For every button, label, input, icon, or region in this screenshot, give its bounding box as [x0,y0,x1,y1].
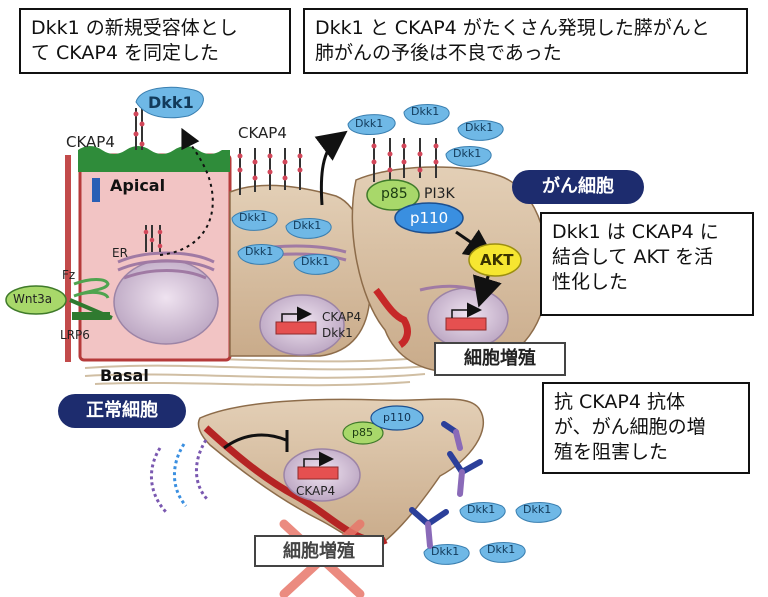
dkk1-label: Dkk1 [453,147,482,160]
label-p85: p85 [381,186,408,202]
inhibition-line [223,433,287,450]
dkk1-label: Dkk1 [465,121,494,134]
tag-proliferation-active: 細胞増殖 [434,342,566,376]
secretion-arrow [159,127,214,256]
badge-normal-cell: 正常細胞 [58,394,186,428]
label-p110: p110 [410,209,449,227]
label-gene-ckap4-lower: CKAP4 [296,484,336,498]
dkk1-label: Dkk1 [431,545,460,558]
badge-cancer-cell: がん細胞 [512,170,644,204]
p85-shape [366,179,420,211]
lower-cancer-cell [197,398,485,547]
callout-poor-prognosis: Dkk1 と CKAP4 がたくさん発現した膵がんと 肺がんの予後は不良であった [303,8,748,74]
normal-cell [65,146,232,362]
receptor-dots-right [371,143,439,173]
label-ckap4-normal: CKAP4 [66,133,115,151]
callout-receptor-identification: Dkk1 の新規受容体とし て CKAP4 を同定した [19,8,291,74]
gene-box-right [445,302,487,331]
ckap4-receptors-normal [133,108,163,252]
label-apical: Apical [110,176,166,195]
label-basal: Basal [100,366,149,385]
callout-akt-activation: Dkk1 は CKAP4 に 結合して AKT を活 性化した [540,212,754,316]
label-gene-ckap4: CKAP4 [322,310,362,324]
dkk1-label: Dkk1 [355,117,384,130]
bound-antibody-curls [149,439,210,514]
callout-antibody-inhibition: 抗 CKAP4 抗体 が、がん細胞の増 殖を阻害した [542,382,750,474]
junction-mark [92,178,100,202]
label-fz: Fz [62,268,76,282]
dkk1-label: Dkk1 [293,219,322,232]
p85-lower-shape [342,421,384,445]
gene-box-middle [275,306,317,335]
label-ckap4-middle: CKAP4 [238,124,287,142]
gene-box-lower [297,451,339,480]
label-er: ER [112,246,128,260]
dkk1-label: Dkk1 [245,245,274,258]
p110-lower-shape [370,405,424,431]
akt-shape [468,243,522,277]
dkk1-label: Dkk1 [411,105,440,118]
p110-shape [394,202,464,234]
lrp6-block [72,312,110,320]
label-lrp6: LRP6 [60,328,90,342]
dkk1-label: Dkk1 [523,503,552,516]
normal-nucleus [113,259,219,345]
label-akt: AKT [480,251,514,269]
label-p110-lower: p110 [383,411,411,424]
release-arrow [314,130,348,206]
dkk1-label: Dkk1 [467,503,496,516]
label-p85-lower: p85 [352,426,373,439]
apical-membrane [78,146,230,172]
dkk1-label: Dkk1 [301,255,330,268]
tag-proliferation-blocked: 細胞増殖 [254,535,384,567]
dkk1-label: Dkk1 [487,543,516,556]
antibodies [409,421,483,549]
dkk1-blobs [135,86,562,565]
receptor-dots-middle [237,153,303,181]
label-gene-dkk1: Dkk1 [322,326,353,340]
label-wnt3a: Wnt3a [13,292,53,306]
dkk1-large-label: Dkk1 [148,93,194,112]
label-pi3k: PI3K [424,186,455,202]
dkk1-label: Dkk1 [239,211,268,224]
wnt3a-shape [5,285,67,315]
fz-receptor [73,278,110,299]
